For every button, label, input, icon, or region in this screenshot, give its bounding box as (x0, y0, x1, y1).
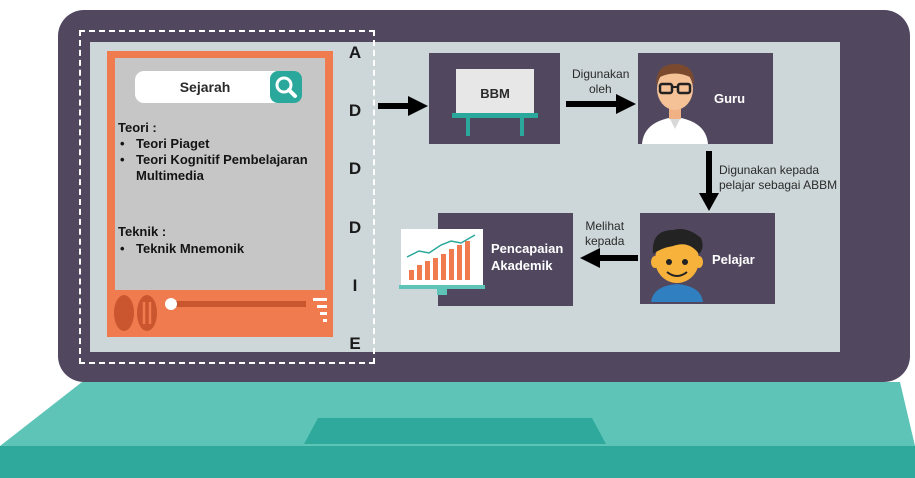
student-avatar-icon (651, 229, 703, 302)
addie-letter: D (348, 218, 362, 237)
media-controls (114, 295, 327, 331)
list-item: Teori Kognitif Pembelajaran Multimedia (118, 152, 323, 184)
search-icon (275, 76, 297, 98)
bbm-label: BBM (480, 86, 510, 101)
laptop-trackpad (304, 418, 606, 444)
addie-letter: D (348, 101, 362, 120)
edge-label-line: kepada (585, 234, 625, 248)
teori-heading: Teori : (118, 120, 157, 135)
list-item: Teori Piaget (118, 136, 323, 152)
addie-letter: E (349, 334, 361, 353)
progress-handle (165, 298, 177, 310)
edge-label-line: Digunakan (572, 67, 630, 81)
search-input-value: Sejarah (179, 79, 231, 95)
edge-label-guru-pelajar: Digunakan kepada pelajar sebagai ABBM (719, 163, 837, 193)
edge-label-pelajar-pencapaian: Melihat kepada (585, 219, 624, 249)
teknik-heading: Teknik : (118, 224, 167, 239)
pencapaian-label-line: Pencapaian (491, 241, 564, 256)
pencapaian-label-line: Akademik (491, 258, 553, 273)
growth-chart-icon (399, 229, 485, 295)
addie-letter: I (352, 276, 358, 295)
pelajar-label: Pelajar (712, 252, 755, 267)
teori-list: Teori Piaget Teori Kognitif Pembelajaran… (118, 136, 323, 184)
edge-label-line: pelajar sebagai ABBM (719, 178, 838, 192)
edge-label-line: oleh (589, 82, 612, 96)
guru-label: Guru (714, 91, 746, 106)
edge-label-line: Melihat (585, 219, 625, 233)
rewind-icon (114, 295, 134, 331)
list-item: Teknik Mnemonik (118, 241, 323, 257)
teknik-list: Teknik Mnemonik (118, 241, 323, 257)
progress-track (168, 301, 306, 307)
pause-button (137, 295, 157, 331)
volume-icon (323, 319, 327, 322)
search-button[interactable] (270, 71, 302, 103)
edge-label-bbm-guru: Digunakan oleh (572, 67, 629, 97)
addie-letter: A (348, 43, 362, 62)
edge-label-line: Digunakan kepada (719, 163, 820, 177)
teacher-avatar-icon (642, 64, 708, 144)
pencapaian-label: Pencapaian Akademik (491, 240, 563, 274)
whiteboard-icon (452, 69, 538, 136)
addie-selection-box (79, 30, 375, 364)
addie-letter: D (348, 159, 362, 178)
